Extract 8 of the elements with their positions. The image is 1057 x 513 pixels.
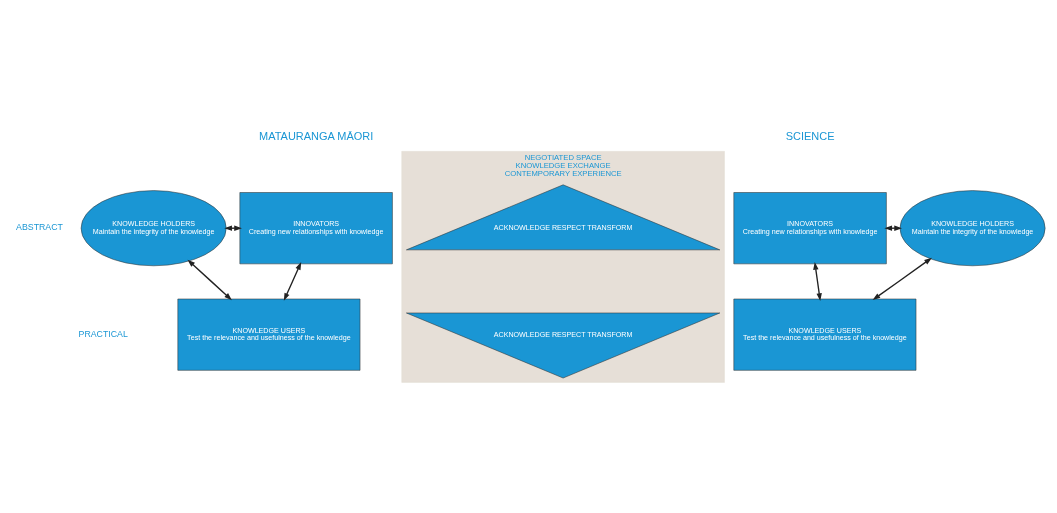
label: PRACTICAL [78, 328, 128, 339]
label: MATAURANGA MĀORI [259, 129, 374, 142]
arrow [813, 261, 822, 301]
arrow [283, 261, 302, 301]
label: ABSTRACT [16, 221, 63, 232]
label: SCIENCE [785, 129, 835, 142]
arrow [872, 257, 932, 300]
arrow [187, 259, 232, 300]
